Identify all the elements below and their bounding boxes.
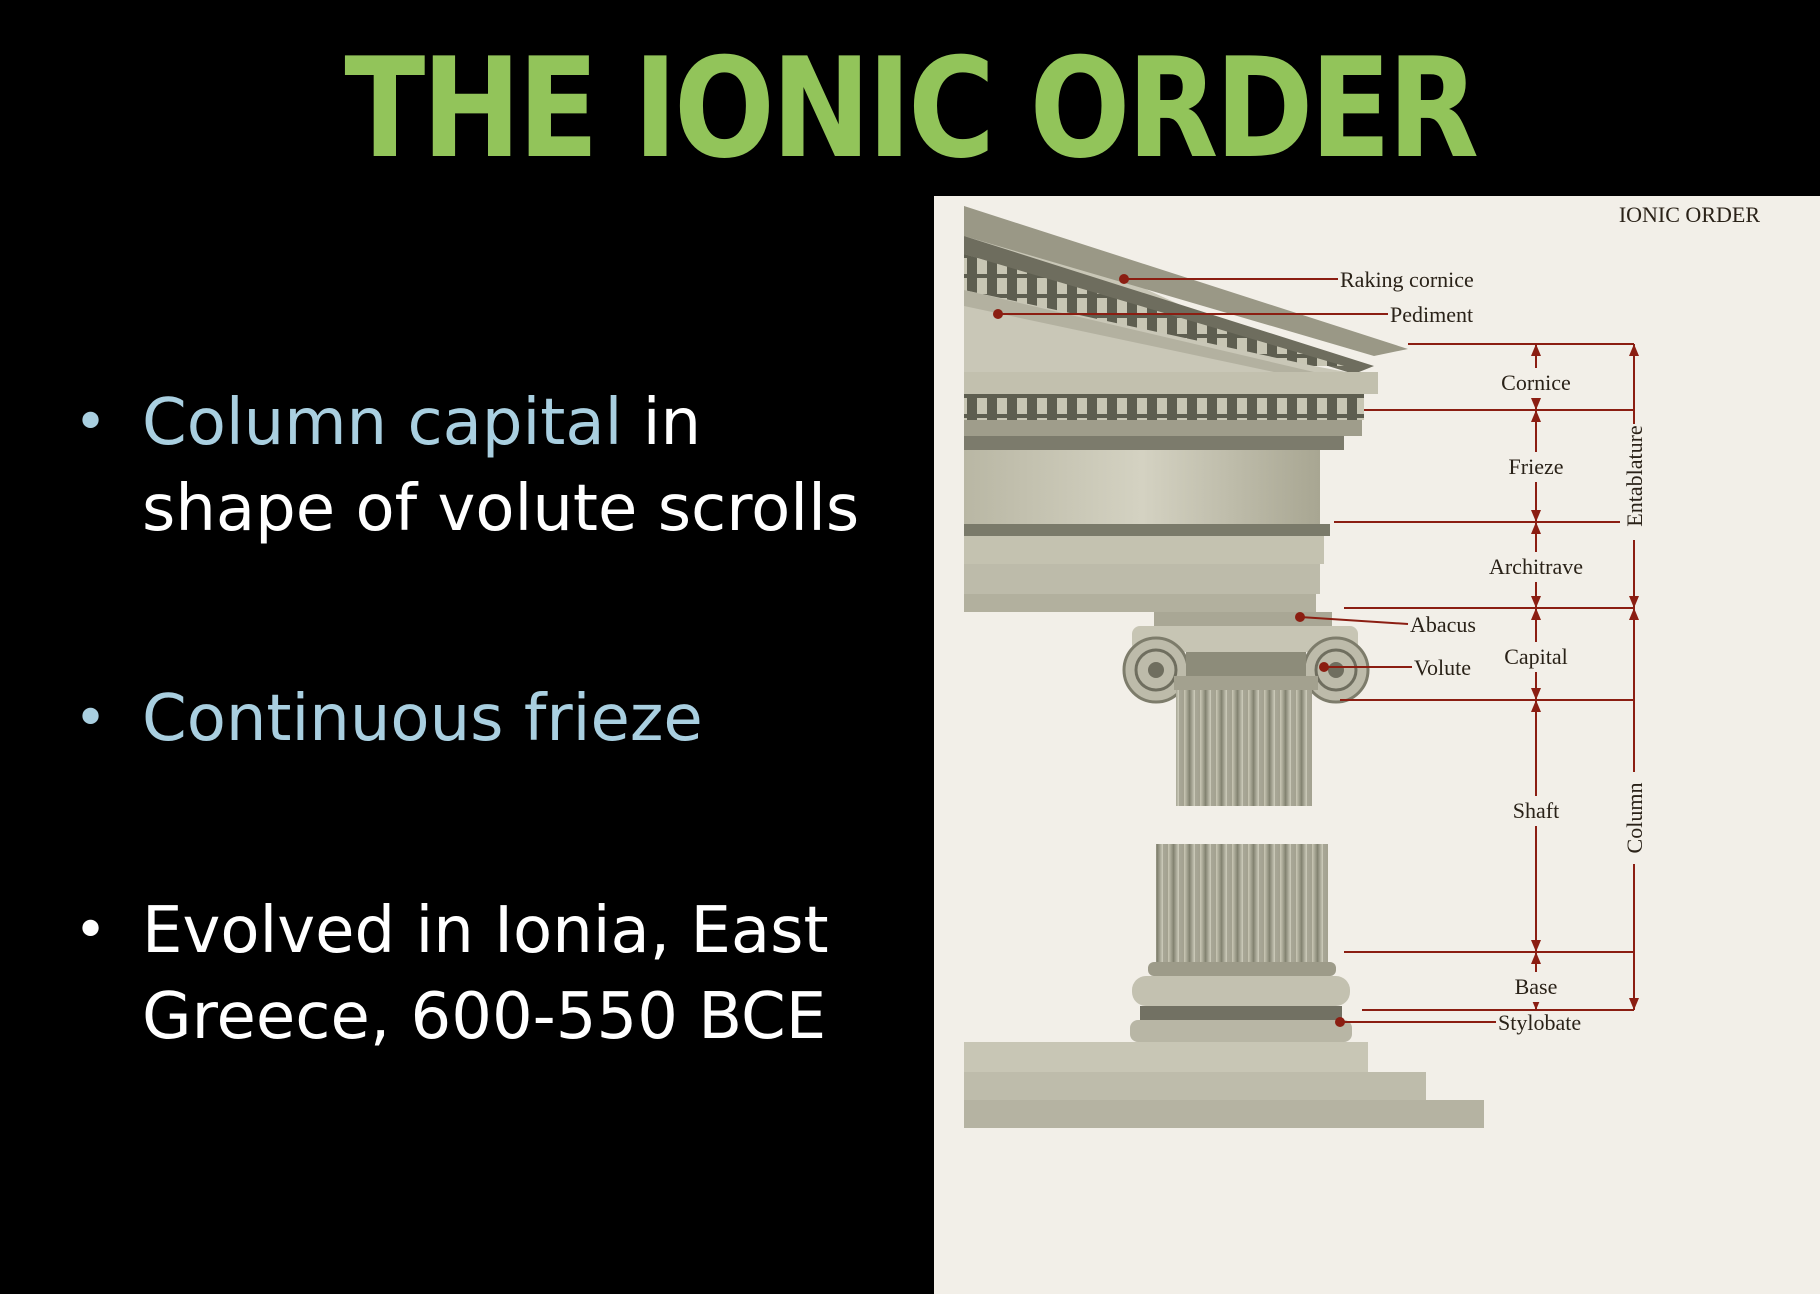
architrave-graphic bbox=[964, 524, 1330, 612]
label-frieze: Frieze bbox=[1509, 454, 1564, 479]
bullet-highlight: Continuous frieze bbox=[142, 682, 703, 756]
label-volute: Volute bbox=[1414, 655, 1471, 680]
bullet-text: shape of volute scrolls bbox=[142, 472, 860, 546]
diagram-labels: Raking cornice Pediment Cornice Frieze A… bbox=[1340, 267, 1648, 1038]
shaft-upper-graphic bbox=[1176, 690, 1312, 806]
bullet-dot-icon: • bbox=[74, 686, 108, 751]
label-column: Column bbox=[1622, 783, 1647, 854]
pediment-graphic bbox=[964, 206, 1408, 450]
label-shaft: Shaft bbox=[1513, 798, 1559, 823]
label-entablature: Entablature bbox=[1622, 425, 1647, 526]
frieze-graphic bbox=[964, 450, 1320, 524]
label-base: Base bbox=[1515, 974, 1558, 999]
label-stylobate: Stylobate bbox=[1498, 1010, 1581, 1035]
label-capital: Capital bbox=[1504, 644, 1568, 669]
label-cornice: Cornice bbox=[1501, 370, 1571, 395]
label-abacus: Abacus bbox=[1410, 612, 1476, 637]
bullet-text: Evolved in Ionia, East bbox=[142, 894, 829, 968]
bullet-text: in bbox=[622, 386, 702, 460]
capital-graphic bbox=[1122, 612, 1370, 704]
shaft-lower-graphic bbox=[1156, 844, 1328, 962]
stylobate-graphic bbox=[964, 1042, 1484, 1128]
bullet-dot-icon: • bbox=[74, 898, 108, 963]
bullet-highlight: Column capital bbox=[142, 386, 623, 460]
slide-title: THE IONIC ORDER bbox=[344, 28, 1479, 189]
label-raking-cornice: Raking cornice bbox=[1340, 267, 1474, 292]
label-architrave: Architrave bbox=[1489, 554, 1583, 579]
base-graphic bbox=[1130, 962, 1352, 1042]
diagram-svg: IONIC ORDER bbox=[964, 202, 1760, 1128]
bullet-text: Greece, 600-550 BCE bbox=[142, 980, 827, 1054]
ionic-order-diagram: IONIC ORDER bbox=[934, 196, 1820, 1294]
diagram-title: IONIC ORDER bbox=[1619, 202, 1760, 227]
label-pediment: Pediment bbox=[1390, 302, 1473, 327]
bullet-dot-icon: • bbox=[74, 390, 108, 455]
